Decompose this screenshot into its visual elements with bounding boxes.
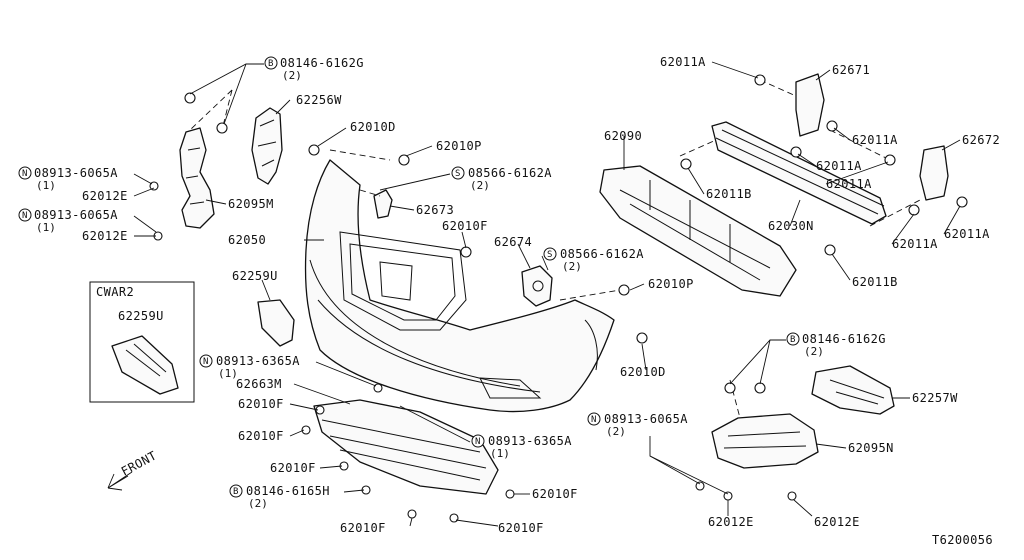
callout-b-08146-6162g-right: B 08146-6162G (2) [786, 332, 886, 358]
assembly-lines [189, 79, 921, 419]
callout-62012e-right-a: 62012E [708, 515, 754, 529]
bracket-62095m [179, 127, 215, 229]
callout-62095n: 62095N [848, 441, 894, 455]
callout-62010d-top: 62010D [350, 120, 396, 134]
callout-62010f-top: 62010F [442, 219, 488, 233]
callout-n-08913-6365a-left: N 08913-6365A (1) [199, 354, 300, 380]
callout-s-08566-6162a-top: S 08566-6162A (2) [451, 166, 552, 192]
callout-b-08146-6162g-left: B 08146-6162G (2) [264, 56, 364, 82]
callout-62011a-d: 62011A [826, 177, 872, 191]
inset-part-label: 62259U [118, 309, 164, 323]
callout-62259u: 62259U [232, 269, 278, 283]
callout-62010p-top: 62010P [436, 139, 482, 153]
svg-text:B: B [790, 335, 795, 345]
front-label: FRONT [119, 448, 159, 478]
svg-text:N: N [203, 357, 208, 367]
svg-text:08913-6365A: 08913-6365A [488, 434, 572, 448]
callout-62011a-top: 62011A [660, 55, 706, 69]
svg-text:S: S [455, 169, 460, 179]
inset-cwar2: CWAR2 62259U [89, 281, 195, 403]
callout-62672: 62672 [962, 133, 1000, 147]
callout-62011b-right: 62011B [852, 275, 898, 289]
callout-62011a-f: 62011A [944, 227, 990, 241]
svg-text:08913-6065A: 08913-6065A [34, 166, 118, 180]
callout-b-08146-6165h: B 08146-6165H (2) [229, 484, 330, 510]
callout-62257w: 62257W [912, 391, 958, 405]
leader-lines [133, 61, 961, 527]
reinforcement-62030n [711, 121, 887, 225]
svg-text:08913-6065A: 08913-6065A [34, 208, 118, 222]
callout-62011a-c: 62011A [816, 159, 862, 173]
svg-text:08913-6365A: 08913-6365A [216, 354, 300, 368]
callout-62050: 62050 [228, 233, 266, 247]
callout-62012e-upper: 62012E [82, 189, 128, 203]
callout-62671: 62671 [832, 63, 870, 77]
callout-s-08566-6162a-mid: S 08566-6162A (2) [543, 247, 644, 273]
svg-text:B: B [268, 59, 273, 69]
callout-62030n: 62030N [768, 219, 814, 233]
bracket-62671 [795, 73, 825, 137]
svg-text:S: S [547, 250, 552, 260]
svg-text:08913-6065A: 08913-6065A [604, 412, 688, 426]
svg-text:08146-6162G: 08146-6162G [802, 332, 886, 346]
callout-62673: 62673 [416, 203, 454, 217]
svg-text:(2): (2) [606, 425, 626, 438]
callout-62095m: 62095M [228, 197, 274, 211]
callout-62010f-b: 62010F [238, 429, 284, 443]
callout-62010f-a: 62010F [238, 397, 284, 411]
bracket-62672 [919, 145, 949, 201]
svg-text:(1): (1) [490, 447, 510, 460]
svg-text:(1): (1) [218, 367, 238, 380]
bracket-62095n [711, 413, 819, 469]
callout-62011a-b: 62011A [852, 133, 898, 147]
diagram-code: T6200056 [932, 533, 993, 547]
energy-absorber-62090 [599, 165, 797, 297]
fasteners [149, 74, 968, 523]
clip-62673 [373, 189, 393, 219]
svg-text:(1): (1) [36, 221, 56, 234]
svg-text:08566-6162A: 08566-6162A [560, 247, 644, 261]
svg-text:08146-6162G: 08146-6162G [280, 56, 364, 70]
callout-62010f-c: 62010F [270, 461, 316, 475]
lamp-62259u [257, 299, 295, 347]
callout-62663m: 62663M [236, 377, 282, 391]
callout-62011a-e: 62011A [892, 237, 938, 251]
svg-text:08566-6162A: 08566-6162A [468, 166, 552, 180]
callout-62012e-lower: 62012E [82, 229, 128, 243]
svg-text:(2): (2) [248, 497, 268, 510]
callout-62256w: 62256W [296, 93, 342, 107]
bumper-fascia-62050 [304, 159, 615, 413]
under-cover-62663m [313, 399, 499, 495]
svg-text:(2): (2) [282, 69, 302, 82]
lamp-62257w [811, 365, 895, 415]
callout-62090: 62090 [604, 129, 642, 143]
svg-text:N: N [22, 169, 27, 179]
callout-n-08913-6065a-right: N 08913-6065A (2) [587, 412, 688, 438]
inset-title: CWAR2 [96, 285, 134, 299]
svg-text:N: N [22, 211, 27, 221]
callout-62010d-mid: 62010D [620, 365, 666, 379]
svg-text:(2): (2) [562, 260, 582, 273]
svg-text:N: N [591, 415, 596, 425]
clip-62674 [521, 265, 553, 307]
callout-62010f-d: 62010F [532, 487, 578, 501]
svg-text:B: B [233, 487, 238, 497]
callout-62011b-left: 62011B [706, 187, 752, 201]
front-direction-indicator: FRONT [107, 448, 159, 491]
callout-62010f-e: 62010F [340, 521, 386, 535]
svg-text:(2): (2) [470, 179, 490, 192]
callout-62010f-f: 62010F [498, 521, 544, 535]
callout-n-08913-6065a-lower: N 08913-6065A (1) [18, 208, 118, 234]
callout-62010p-mid: 62010P [648, 277, 694, 291]
callout-62012e-right-b: 62012E [814, 515, 860, 529]
svg-text:N: N [475, 437, 480, 447]
svg-text:(1): (1) [36, 179, 56, 192]
callout-n-08913-6365a-right: N 08913-6365A (1) [471, 434, 572, 460]
svg-text:(2): (2) [804, 345, 824, 358]
callout-n-08913-6065a-upper: N 08913-6065A (1) [18, 166, 118, 192]
svg-text:08146-6165H: 08146-6165H [246, 484, 330, 498]
bracket-62256w [251, 107, 283, 185]
callout-62674: 62674 [494, 235, 532, 249]
